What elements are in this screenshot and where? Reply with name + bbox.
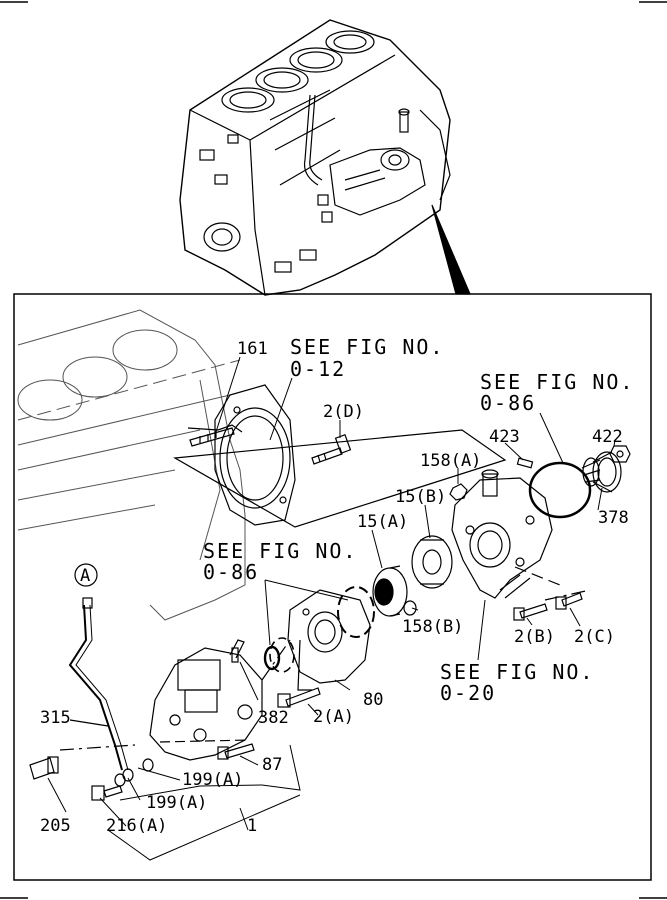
label-2a: 2(A) bbox=[313, 707, 354, 727]
label-2d: 2(D) bbox=[323, 402, 364, 422]
bolt-2c bbox=[555, 592, 583, 610]
injection-pump bbox=[149, 639, 263, 761]
label-315: 315 bbox=[40, 708, 71, 728]
label-15a: 15(A) bbox=[357, 512, 408, 532]
washer-199a-3 bbox=[114, 773, 126, 787]
engine-block-overview bbox=[179, 19, 451, 296]
bracket-80 bbox=[287, 589, 371, 691]
label-see-fig-0-86-mid-a: SEE FIG NO. bbox=[203, 539, 357, 563]
part-labels: 161 SEE FIG NO. 0-12 2(D) SEE FIG NO. 0-… bbox=[40, 335, 634, 836]
label-see-fig-0-20-a: SEE FIG NO. bbox=[440, 660, 594, 684]
label-378: 378 bbox=[598, 508, 629, 528]
label-80: 80 bbox=[363, 690, 383, 710]
label-158b: 158(B) bbox=[402, 617, 463, 637]
key-423 bbox=[516, 457, 534, 469]
o-ring-large bbox=[528, 461, 592, 519]
label-199a-2: 199(A) bbox=[146, 793, 207, 813]
label-see-fig-0-12-a: SEE FIG NO. bbox=[290, 335, 444, 359]
label-382: 382 bbox=[258, 708, 289, 728]
nut-158a bbox=[449, 483, 468, 501]
label-2b: 2(B) bbox=[514, 627, 555, 647]
coupling-15b bbox=[411, 535, 453, 589]
label-see-fig-0-20-b: 0-20 bbox=[440, 681, 496, 705]
label-see-fig-0-86-top-b: 0-86 bbox=[480, 391, 536, 415]
sensor-205 bbox=[29, 756, 59, 780]
o-ring-dashed-front bbox=[337, 586, 375, 638]
drive-gear-378 bbox=[581, 451, 622, 493]
label-2c: 2(C) bbox=[574, 627, 615, 647]
coupling-15a bbox=[372, 565, 408, 617]
label-see-fig-0-12-b: 0-12 bbox=[290, 357, 346, 381]
ghost-engine-block bbox=[17, 309, 246, 621]
pointer-wedge bbox=[431, 204, 471, 295]
leader-lines bbox=[47, 356, 616, 861]
label-199a-1: 199(A) bbox=[182, 770, 243, 790]
washer-199a-2 bbox=[142, 758, 154, 772]
pipe-315 bbox=[68, 597, 129, 771]
label-205: 205 bbox=[40, 816, 71, 836]
label-see-fig-0-86-mid-b: 0-86 bbox=[203, 560, 259, 584]
label-422: 422 bbox=[592, 427, 623, 447]
label-see-fig-0-86-top-a: SEE FIG NO. bbox=[480, 370, 634, 394]
pump-housing bbox=[451, 469, 561, 599]
eye-bolt-216a bbox=[91, 785, 123, 801]
o-ring-small bbox=[263, 645, 281, 671]
parts-group-outline bbox=[173, 429, 507, 528]
reference-circle-a bbox=[74, 563, 98, 587]
detail-frame bbox=[13, 293, 652, 881]
bolt-2b bbox=[513, 603, 548, 621]
label-216a: 216(A) bbox=[106, 816, 167, 836]
bolt-2d bbox=[311, 434, 352, 465]
bolt-87 bbox=[217, 743, 255, 760]
gasket-plate bbox=[187, 384, 296, 526]
label-15b: 15(B) bbox=[395, 487, 446, 507]
label-423: 423 bbox=[489, 427, 520, 447]
bolt-2a bbox=[277, 687, 321, 708]
label-158a: 158(A) bbox=[420, 451, 481, 471]
label-161: 161 bbox=[237, 339, 268, 359]
o-ring-dashed-rear bbox=[269, 637, 295, 673]
washer-158b bbox=[403, 600, 417, 616]
label-87: 87 bbox=[262, 755, 282, 775]
pipe-leader-315 bbox=[69, 719, 109, 727]
alignment-lines bbox=[59, 589, 591, 751]
pin-382 bbox=[231, 647, 239, 663]
reference-letter-a: A bbox=[80, 566, 90, 586]
label-1: 1 bbox=[247, 816, 257, 836]
nut-422 bbox=[609, 445, 631, 463]
